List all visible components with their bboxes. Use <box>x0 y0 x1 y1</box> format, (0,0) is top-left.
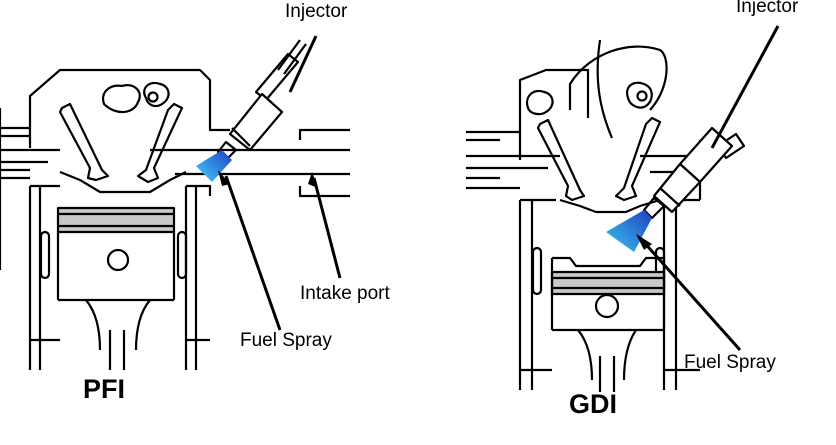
gdi-exhaust-flange <box>466 130 520 190</box>
pfi-cylinder-head <box>28 68 230 148</box>
pfi-exhaust-valve <box>58 102 110 182</box>
gdi-exhaust-valve <box>536 118 586 202</box>
pfi-intake-port-label: Intake port <box>300 283 390 304</box>
gdi-injector-body <box>642 126 746 220</box>
pfi-engine <box>0 68 350 370</box>
pfi-ring-grooves <box>58 212 174 228</box>
gdi-intake-valve <box>614 116 662 202</box>
pfi-camshaft-lobe <box>102 84 141 114</box>
gdi-injector-lower-housing <box>652 162 702 214</box>
gdi-injector-band <box>659 187 681 207</box>
pfi-coolant-slot-right <box>176 230 188 280</box>
pfi-exhaust-flange <box>0 126 30 180</box>
pfi-leaders <box>224 35 342 331</box>
pfi-fuel-spray-label: Fuel Spray <box>240 330 332 351</box>
pfi-injector-housing <box>228 92 284 152</box>
pfi-connecting-rod <box>85 299 151 370</box>
gdi-exhaust-cam <box>526 89 554 116</box>
gdi-engine <box>466 39 702 392</box>
gdi-connecting-rod <box>577 329 637 392</box>
pfi-injector-band <box>231 127 251 147</box>
pfi-injector-label: Injector <box>285 1 348 22</box>
pfi-intake-arrowhead <box>308 172 318 188</box>
pfi-exhaust-port <box>0 148 60 164</box>
gdi-intake-cam <box>626 81 653 109</box>
pfi-rocker-pivot <box>147 91 159 103</box>
gdi-coolant-slot-left <box>531 246 543 296</box>
pfi-fuel-spray-arrowhead <box>218 170 230 186</box>
pfi-deck <box>30 184 212 196</box>
gdi-exhaust-port <box>466 154 560 170</box>
gdi-cam-pivot <box>636 90 648 102</box>
gdi-head-cover <box>568 45 668 111</box>
gdi-piston-rings <box>550 270 666 296</box>
pfi-chamber-roof <box>59 170 187 194</box>
gdi-fuel-spray-arrowhead <box>636 234 652 250</box>
gdi-leaders <box>640 25 780 351</box>
pfi-fuel-spray-leader <box>224 175 282 331</box>
pfi-fuel-spray-cone <box>196 150 232 182</box>
pfi-injector-leader <box>288 35 318 93</box>
gdi-injector-label: Injector <box>736 0 799 17</box>
gdi-fuel-spray-leader <box>640 239 742 351</box>
gdi-caption: GDI <box>569 389 618 419</box>
pfi-piston-skirt <box>56 232 176 302</box>
gdi-cylinder-walls <box>518 200 678 390</box>
pfi-intake-valve <box>136 102 184 184</box>
gdi-piston-skirt <box>550 258 666 332</box>
pfi-coolant-slot-left <box>39 230 51 280</box>
gdi-wrist-pin <box>594 293 620 319</box>
pfi-intake-port-leader <box>312 177 342 279</box>
pfi-injector-body <box>216 39 307 162</box>
pfi-piston-rings <box>56 206 176 234</box>
pfi-cylinder-walls <box>28 186 198 370</box>
gdi-fuel-spray-cone <box>606 210 652 252</box>
pfi-injector-wire <box>277 39 307 75</box>
pfi-rocker <box>143 81 170 108</box>
pfi-caption: PFI <box>83 374 126 404</box>
gdi-head-curve <box>596 39 614 139</box>
gdi-chamber-roof <box>559 198 661 214</box>
gdi-fuel-spray-label: Fuel Spray <box>684 352 776 373</box>
gdi-injector-leader <box>710 25 780 149</box>
gdi-head-left <box>518 68 590 160</box>
gdi-piston-bowl <box>552 256 664 268</box>
pfi-wrist-pin <box>106 248 130 272</box>
